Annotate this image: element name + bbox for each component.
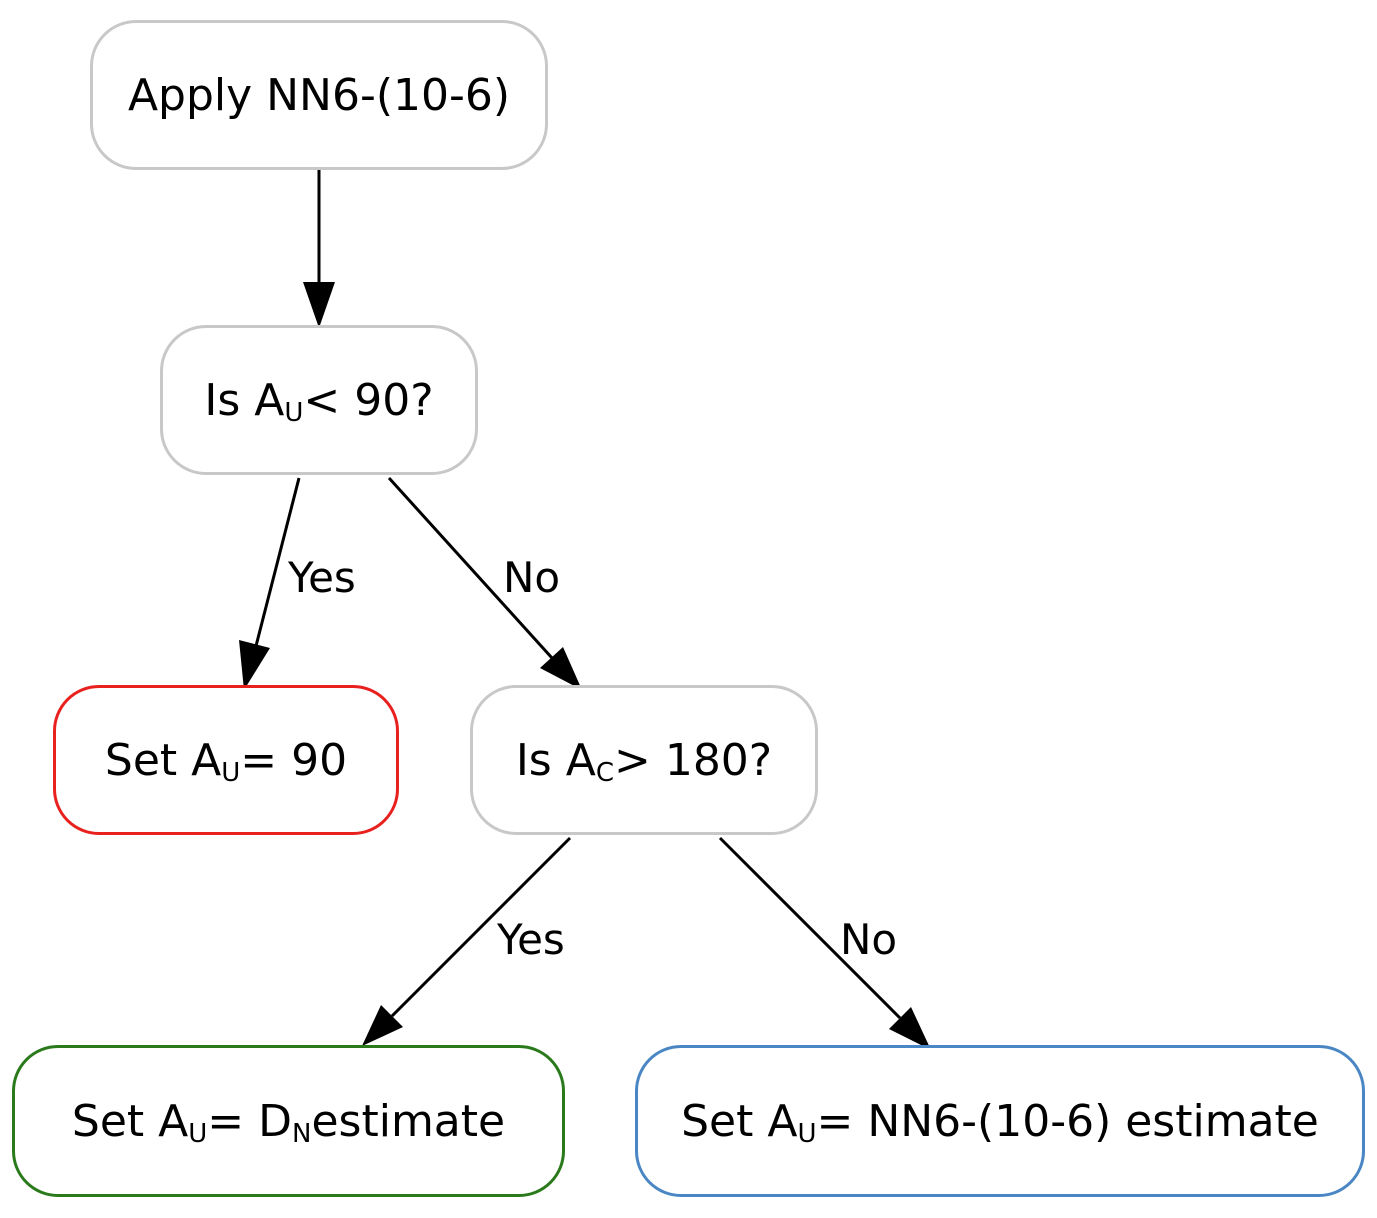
node-apply-nn6-label: Apply NN6-(10-6) [127, 69, 511, 121]
edge-q2-yes [390, 836, 572, 1018]
node-decision-ac-greater-180: Is AC> 180? [470, 685, 818, 835]
edge-q1-yes [254, 477, 301, 647]
edge-label-q2-no: No [840, 915, 898, 964]
node-set-au-90: Set AU= 90 [53, 685, 399, 835]
arrowhead-apply-to-q1 [303, 282, 335, 328]
node-decision-au-less-90-label: Is AU< 90? [204, 374, 434, 428]
arrowhead-q1-no [540, 647, 582, 690]
arrowhead-q2-yes [362, 1005, 403, 1046]
arrowhead-q1-yes [239, 640, 270, 690]
edge-label-q1-no: No [503, 553, 561, 602]
edge-label-q1-yes: Yes [288, 553, 356, 602]
edge-label-q2-yes: Yes [497, 915, 565, 964]
node-apply-nn6: Apply NN6-(10-6) [90, 20, 548, 170]
node-set-au-dn-estimate-label: Set AU= DNestimate [71, 1095, 506, 1149]
node-decision-au-less-90: Is AU< 90? [160, 325, 478, 475]
edge-q2-no [718, 836, 902, 1020]
node-set-au-nn6-estimate-label: Set AU= NN6-(10-6) estimate [681, 1095, 1319, 1149]
edge-q1-no [387, 476, 554, 660]
node-set-au-nn6-estimate: Set AU= NN6-(10-6) estimate [635, 1045, 1365, 1197]
node-decision-ac-greater-180-label: Is AC> 180? [515, 734, 773, 788]
node-set-au-90-label: Set AU= 90 [104, 734, 348, 788]
arrowhead-q2-no [889, 1007, 931, 1050]
node-set-au-dn-estimate: Set AU= DNestimate [12, 1045, 565, 1197]
